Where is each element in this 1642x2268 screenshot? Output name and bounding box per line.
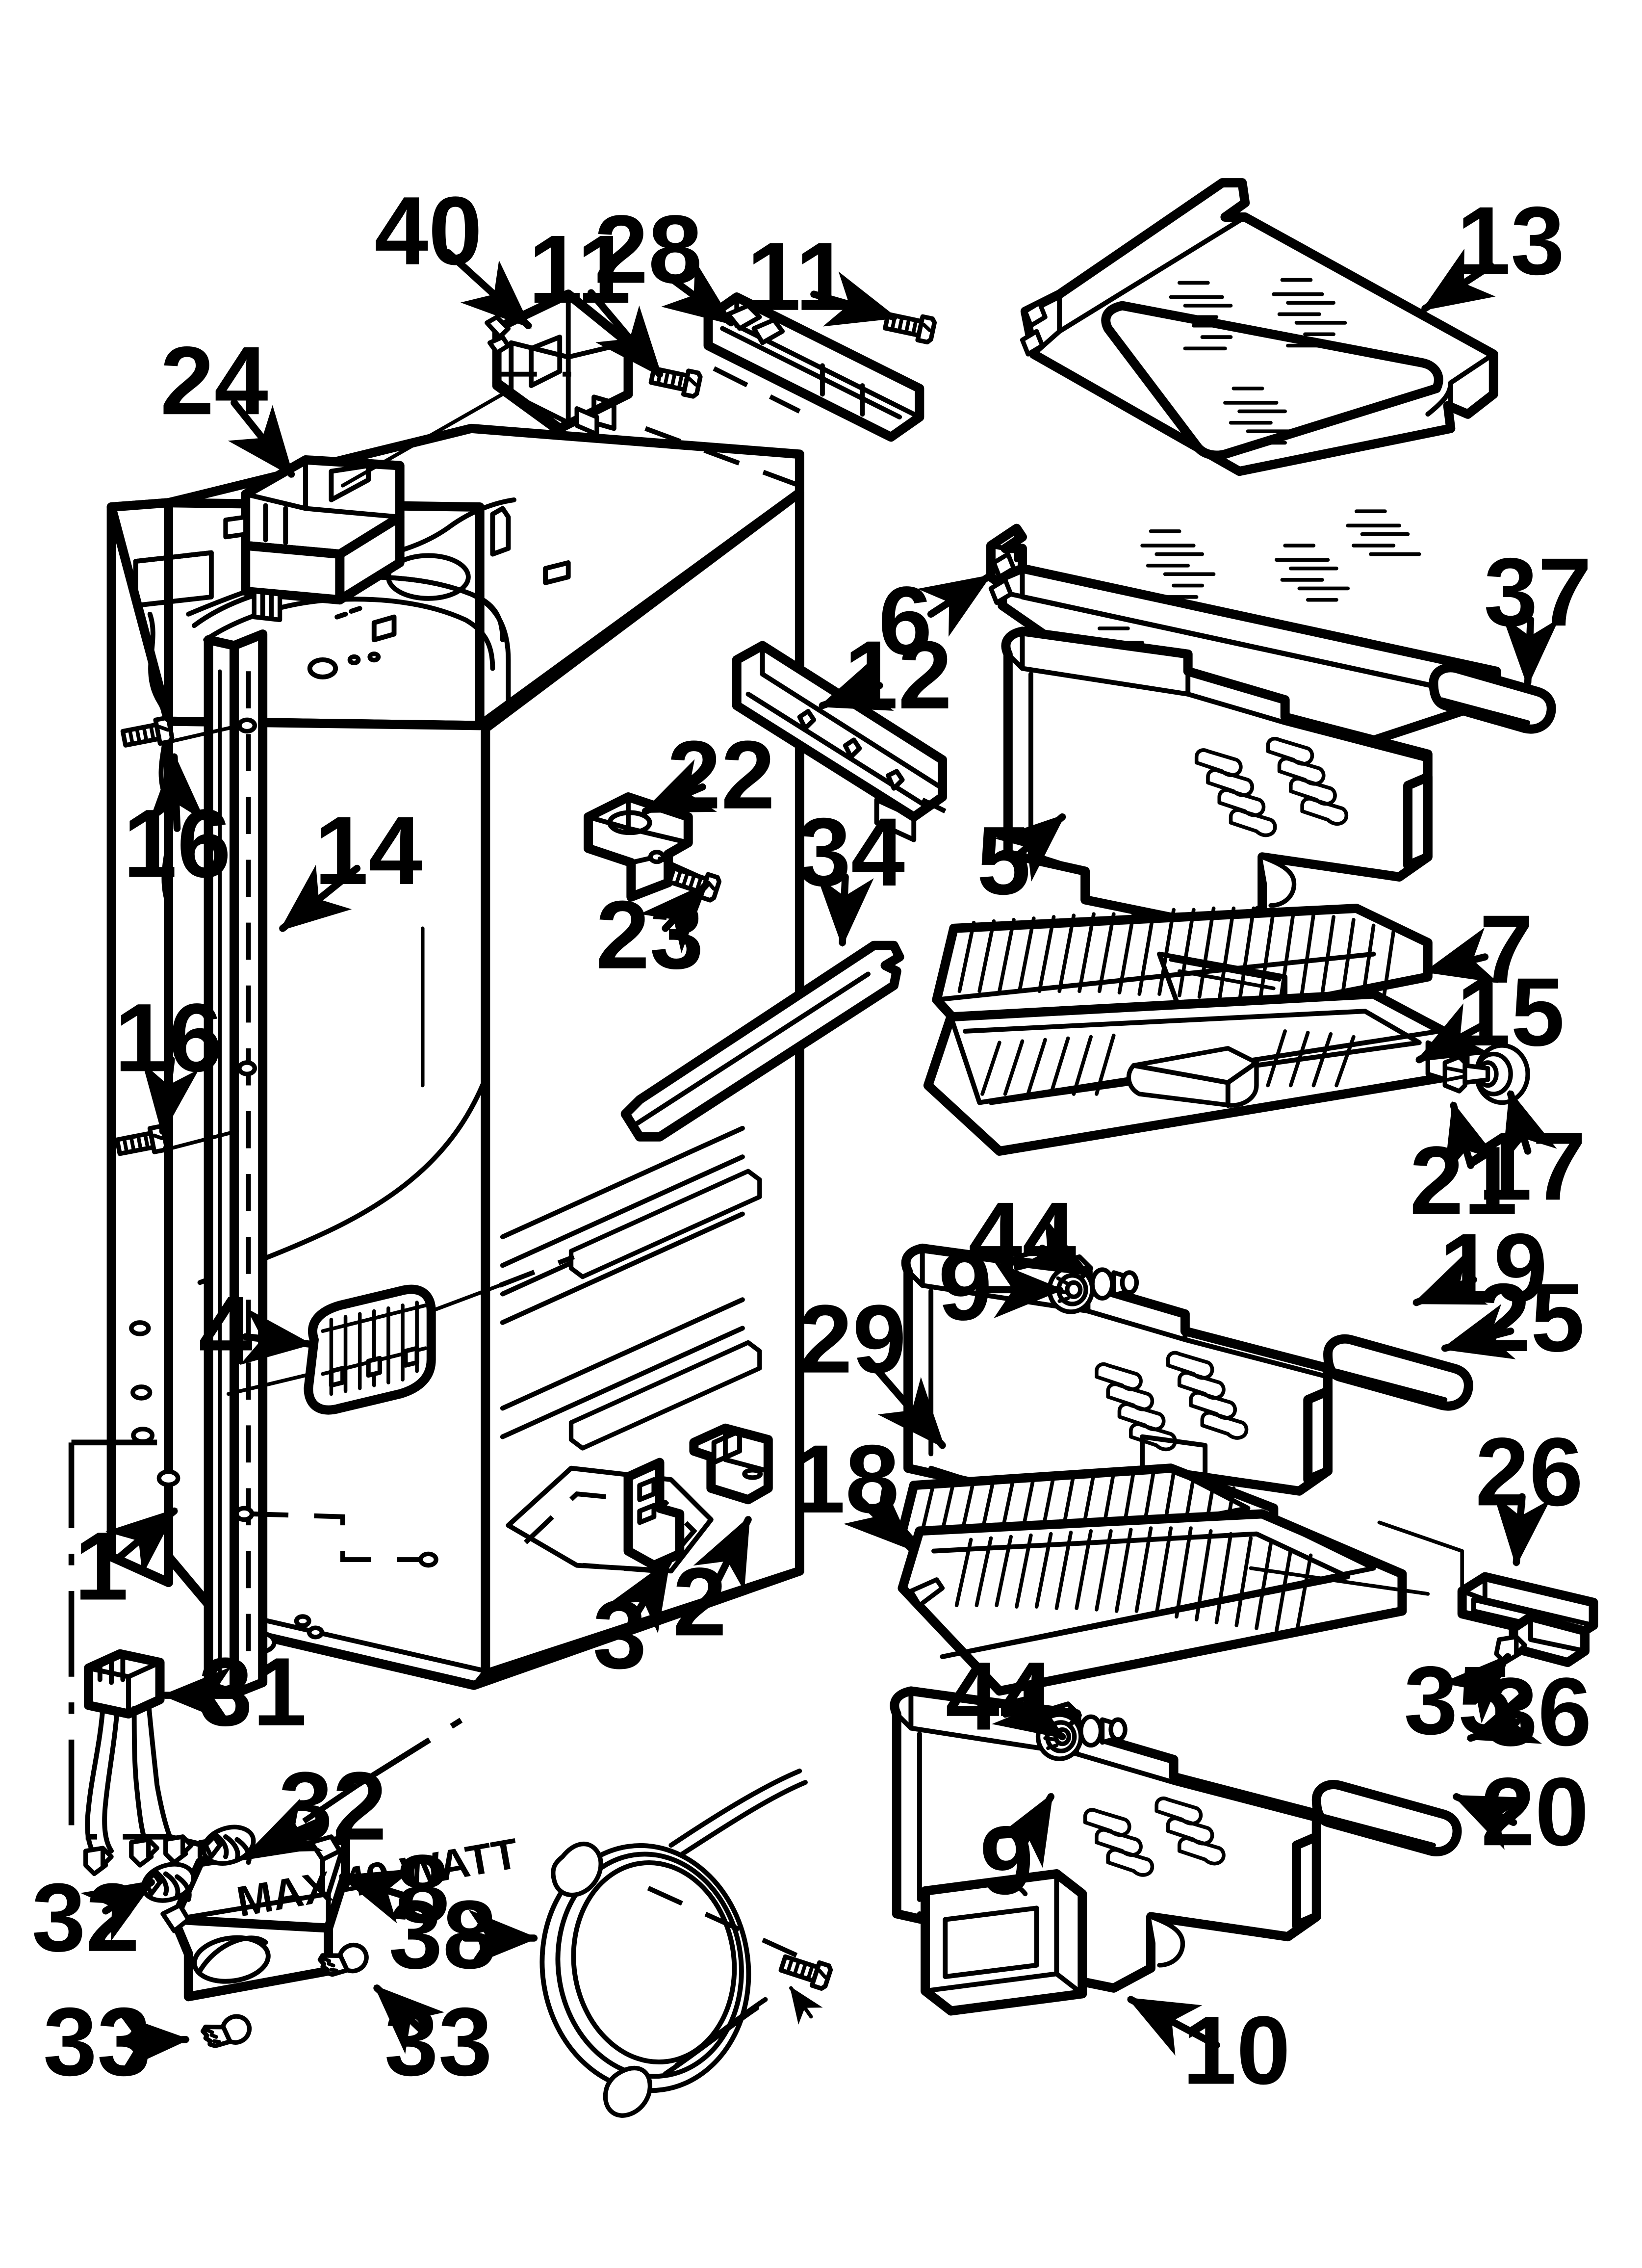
callout-31: 31 (199, 1638, 307, 1746)
shelf-frame-slots (980, 1029, 1356, 1096)
ref-line-vent-a (429, 1283, 502, 1313)
part-28-shelf-track (703, 292, 924, 442)
callout-24: 24 (160, 326, 268, 435)
part-44-washer-lower (1078, 1714, 1128, 1748)
part-14-cabinet-rail (204, 629, 268, 1699)
callout-11-b: 11 (747, 222, 849, 331)
callout-33-b: 33 (43, 1987, 151, 2096)
part-screw-tube-mount (779, 1952, 831, 2025)
callout-28: 28 (594, 195, 702, 303)
callout-26: 26 (1475, 1417, 1583, 1526)
part-16-screw-upper (122, 717, 242, 750)
callout-23: 23 (596, 881, 704, 989)
callout-38: 38 (388, 1880, 496, 1989)
callout-20: 20 (1481, 1757, 1589, 1866)
callout-15: 15 (1457, 958, 1565, 1066)
ref-dash-track (644, 426, 801, 488)
hole-rail-lower (418, 1551, 438, 1568)
callout-13: 13 (1457, 186, 1565, 295)
callout-16-a: 16 (123, 789, 231, 897)
part-24-control-housing (223, 455, 405, 623)
part-44-washer-upper (1090, 1267, 1139, 1301)
callout-18: 18 (791, 1425, 899, 1533)
part-5-crisper-pan-upper (1001, 626, 1433, 933)
callout-35: 35 (1404, 1646, 1512, 1754)
part-35-slide-bracket (1494, 1612, 1590, 1668)
callout-29: 29 (798, 1285, 906, 1393)
ref-line-vent-b (227, 1372, 313, 1396)
callout-8: 8 (396, 1834, 450, 1943)
ref-line-26 (1377, 1520, 1464, 1593)
callout-25: 25 (1477, 1263, 1585, 1372)
callout-9-b: 9 (979, 1806, 1033, 1914)
callout-33-a: 33 (385, 1987, 492, 2096)
part-33-bulb-lower (201, 2008, 254, 2055)
callout-37: 37 (1484, 538, 1591, 646)
callout-numbers: 40 11 28 11 13 24 37 6 12 16 5 14 22 34 … (32, 177, 1592, 2105)
callout-5: 5 (977, 806, 1031, 914)
callout-leaders (80, 248, 1560, 2071)
callout-16-b: 16 (114, 983, 222, 1092)
part-38-water-tube (539, 1768, 808, 2118)
part-2-shelf-support-long (689, 1423, 773, 1505)
callout-32-b: 32 (32, 1863, 140, 1972)
callout-21: 21 (1410, 1126, 1517, 1235)
callout-3: 3 (592, 1580, 646, 1689)
callout-19: 19 (1439, 1213, 1547, 1322)
callout-7: 7 (1479, 895, 1533, 1003)
crisper-vent-slots-5 (1194, 736, 1349, 837)
wire-shelf-grid-7 (957, 906, 1396, 1030)
callout-10: 10 (1182, 1996, 1290, 2104)
part-22-bracket (583, 792, 693, 902)
link-24-40 (340, 392, 505, 488)
part-16-screw-lower (116, 1126, 239, 1158)
part-25-drawer-rail-upper (1323, 1334, 1473, 1411)
callout-17: 17 (1478, 1112, 1586, 1220)
callout-12: 12 (844, 621, 952, 729)
part-13-glass-shelf-upper (1020, 178, 1498, 476)
glass-texture-13 (1169, 278, 1347, 445)
callout-22: 22 (667, 721, 775, 829)
drawer-vent-slots-20 (1083, 1797, 1226, 1877)
callout-44-a: 44 (968, 1182, 1076, 1290)
part-10-nameplate (921, 1869, 1087, 2016)
part-3-shelf-support (623, 1458, 685, 1570)
callout-9-a: 9 (938, 1232, 992, 1340)
ref-line-35 (1249, 1566, 1430, 1596)
callout-4: 4 (199, 1276, 253, 1384)
callout-11-a: 11 (528, 215, 631, 323)
part-4-vent-grille (304, 1284, 436, 1415)
callout-34: 34 (797, 798, 905, 906)
ref-dash-vent (499, 1254, 575, 1288)
callout-44-b: 44 (946, 1642, 1053, 1750)
part-34-trim-strip (620, 940, 904, 1142)
callout-36: 36 (1484, 1658, 1591, 1766)
callout-1: 1 (75, 1512, 128, 1620)
callout-14: 14 (314, 796, 422, 905)
callout-40: 40 (374, 177, 482, 285)
part-12-trim-channel (732, 641, 947, 842)
part-36-drawer-rail-lower (1311, 1780, 1462, 1856)
part-37-glass-shelf-lower (988, 509, 1556, 784)
part-15-shelf-frame-assembly (923, 989, 1470, 1156)
part-32-clip-upper (201, 1825, 256, 1866)
callout-2: 2 (672, 1547, 726, 1656)
callout-32-a: 32 (279, 1752, 386, 1860)
callout-6: 6 (878, 566, 932, 675)
